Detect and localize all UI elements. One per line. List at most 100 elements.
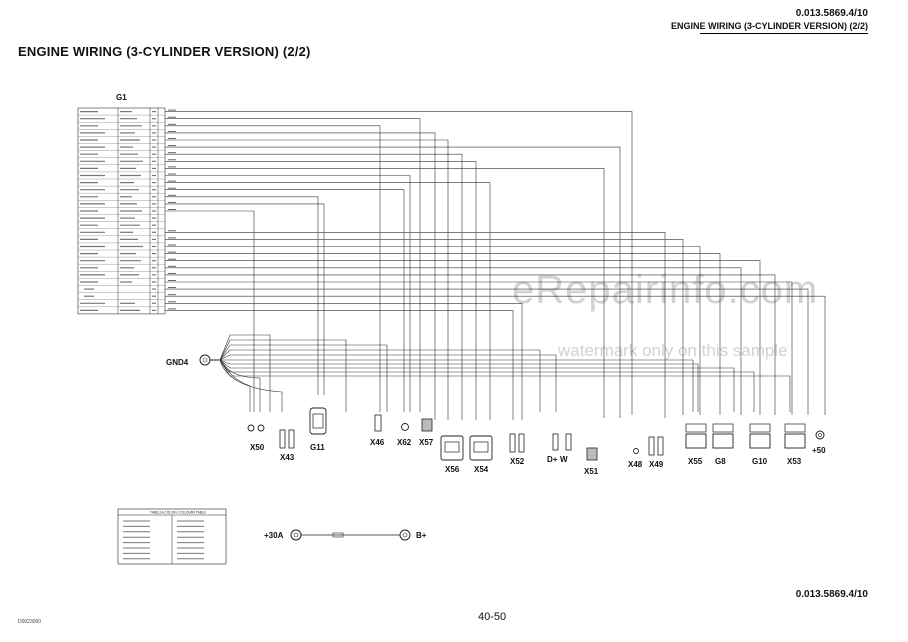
- connector-x49: X49: [648, 436, 664, 469]
- connector-label: X57: [419, 438, 434, 447]
- blade-terminal: [552, 433, 559, 451]
- connector-g11: G11: [309, 407, 327, 452]
- gnd4-label: GND4: [166, 358, 189, 367]
- colour-table: TABELLA COLORI / COLOURS TABLE: [117, 508, 227, 565]
- connector-housing: [784, 433, 806, 449]
- single-terminal: [374, 414, 382, 432]
- wire: [165, 274, 776, 415]
- wire: [165, 189, 405, 412]
- connector-face: [473, 441, 489, 453]
- connector-x62: X62: [397, 423, 412, 447]
- connector-label: X51: [584, 467, 599, 476]
- wire: [165, 232, 666, 418]
- wire-bundle: [165, 109, 826, 420]
- connector-label: X62: [397, 438, 412, 447]
- blade-terminal: [509, 433, 516, 453]
- wire: [165, 153, 463, 420]
- wire: [165, 196, 319, 395]
- blade-terminal: [648, 436, 655, 456]
- wire: [165, 125, 381, 412]
- wire: [165, 161, 477, 420]
- header-rule: [700, 33, 868, 34]
- g1-label: G1: [116, 93, 127, 102]
- connector-label: X49: [649, 460, 664, 469]
- wire: [165, 118, 421, 412]
- connector-x43: X43: [279, 429, 295, 462]
- wire: [165, 288, 809, 415]
- blade-terminal: [565, 433, 572, 451]
- connector-cap: [784, 423, 806, 433]
- connector-label: X52: [510, 457, 525, 466]
- ring-terminal: [257, 424, 265, 432]
- ring-terminal: [401, 423, 409, 431]
- ground-wire: [220, 359, 694, 412]
- connector-cap: [685, 423, 707, 433]
- connector-label: X50: [250, 443, 265, 452]
- connector-label: X53: [787, 457, 802, 466]
- battery-cable: +30A B+: [264, 529, 427, 541]
- wire: [165, 246, 701, 415]
- footer-page-number: 40-50: [478, 611, 507, 623]
- connector-dplus: D+: [547, 433, 559, 464]
- connector-label: X55: [688, 457, 703, 466]
- blade-terminal: [279, 429, 286, 449]
- ground-wire: [219, 359, 755, 412]
- ground-wire: [219, 344, 388, 412]
- ring-terminal: [633, 448, 639, 454]
- ground-wire: [219, 359, 699, 412]
- wire: [165, 267, 742, 415]
- connector-housing: [712, 433, 734, 449]
- ring-terminal-center: [818, 433, 822, 437]
- wire: [165, 132, 436, 420]
- ground-wire: [219, 359, 735, 412]
- ground-wire: [219, 359, 283, 412]
- wire: [165, 175, 411, 412]
- ground-wire: [219, 354, 557, 412]
- wire: [165, 168, 605, 418]
- hatched-connector: [586, 447, 598, 461]
- wire: [165, 239, 684, 415]
- connector-x50: X50: [247, 424, 265, 452]
- connector-label: W: [560, 455, 568, 464]
- wire: [165, 146, 621, 418]
- page-title: ENGINE WIRING (3-CYLINDER VERSION) (2/2): [18, 44, 311, 59]
- connector-label: X56: [445, 465, 460, 474]
- connector-x56: X56: [440, 435, 464, 474]
- connector-label: G10: [752, 457, 768, 466]
- ring-terminal: [815, 430, 825, 440]
- wire: [165, 182, 491, 420]
- connector-housing: [685, 433, 707, 449]
- connector-label: D+: [547, 455, 558, 464]
- colour-table-title: TABELLA COLORI / COLOURS TABLE: [150, 511, 206, 515]
- watermark-sub: watermark only on this sample: [558, 341, 788, 360]
- wire: [165, 295, 826, 415]
- wire: [165, 303, 523, 420]
- connector-plus50: +50: [812, 430, 826, 455]
- connector-label: X46: [370, 438, 385, 447]
- connector-x48: X48: [628, 448, 643, 469]
- connector-x55: X55: [685, 423, 707, 466]
- connector-x54: X54: [469, 435, 493, 474]
- wire: [165, 139, 449, 420]
- connector-housing: [749, 433, 771, 449]
- connector-w: W: [560, 433, 572, 464]
- wire: [165, 260, 761, 415]
- battery-plus30a-label: +30A: [264, 531, 284, 540]
- blade-terminal: [518, 433, 525, 453]
- connector-label: X48: [628, 460, 643, 469]
- connector-x46: X46: [370, 414, 385, 447]
- header-code: 0.013.5869.4/10: [795, 8, 868, 19]
- ring-terminal: [247, 424, 255, 432]
- connector-x51: X51: [584, 447, 599, 476]
- connector-x53: X53: [784, 423, 806, 466]
- footer-code: 0.013.5869.4/10: [795, 589, 868, 600]
- wire: [165, 310, 514, 420]
- footer-small-code: D0023000: [18, 619, 42, 625]
- connector-g10: G10: [749, 423, 771, 466]
- ground-wire: [219, 359, 261, 412]
- battery-bplus-label: B+: [416, 531, 427, 540]
- hatched-connector: [421, 418, 433, 432]
- ground-wire: [219, 359, 791, 412]
- wire: [165, 281, 793, 415]
